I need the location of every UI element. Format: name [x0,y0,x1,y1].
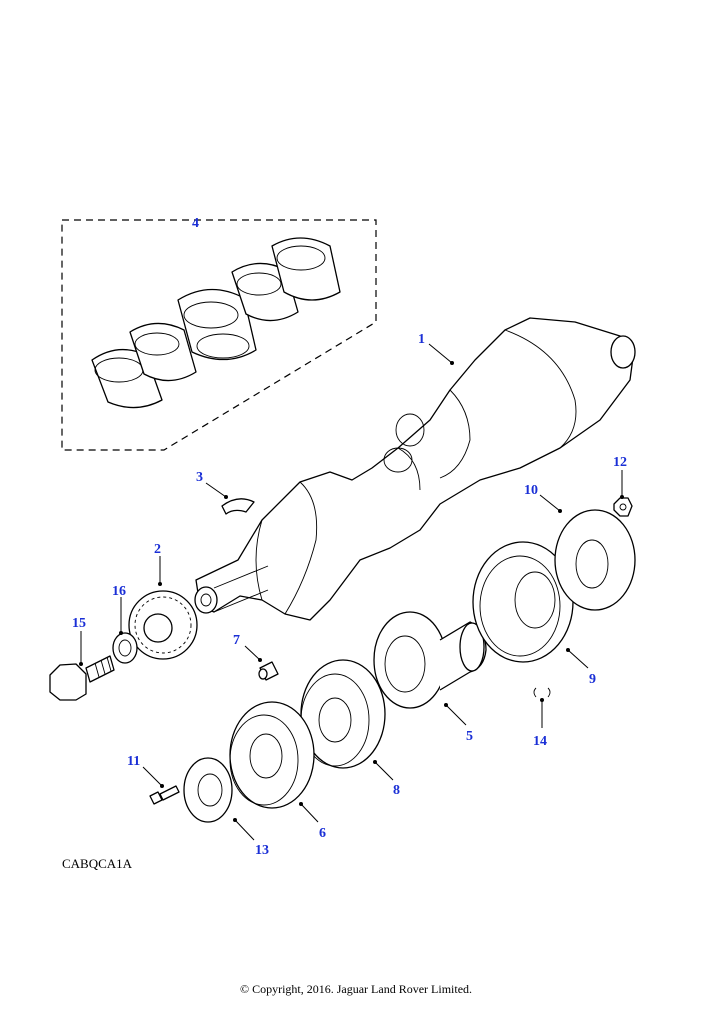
bearing-shell-3-thrust [177,288,257,361]
crankshaft-body [195,317,635,621]
copyright-notice: © Copyright, 2016. Jaguar Land Rover Lim… [240,982,472,996]
bearing-shell-kit-group [61,219,377,451]
crankshaft-pulley-bolt [49,655,115,701]
dowel-pin [258,661,279,681]
callout-10[interactable]: 10 [524,483,538,498]
callout-16[interactable]: 16 [112,584,126,599]
callout-14[interactable]: 14 [533,734,547,749]
retaining-plate-bolt [149,785,180,805]
bearing-shell-2 [129,322,197,382]
retaining-plate [183,757,233,823]
callout-11[interactable]: 11 [127,754,140,769]
callout-15[interactable]: 15 [72,616,86,631]
callout-13[interactable]: 13 [255,843,269,858]
callout-6[interactable]: 6 [319,826,326,841]
crankshaft-front-nose [194,586,218,614]
crankshaft [194,317,636,621]
woodruff-key [221,498,255,515]
crankshaft-gear [128,590,198,660]
inner-pulley [229,701,315,809]
callout-labels: 1 2 3 4 5 6 7 8 9 10 11 12 13 14 15 16 [72,216,627,858]
circlip [533,687,551,698]
spacer-ring [554,509,636,611]
callout-1[interactable]: 1 [418,332,425,347]
crankshaft-rear-flange [610,335,636,369]
diagram-reference-code: CABQCA1A [62,856,133,871]
callout-2[interactable]: 2 [154,542,161,557]
lock-nut [613,497,633,517]
callout-3[interactable]: 3 [196,470,203,485]
outer-pulley [300,659,386,769]
spacer-washer [112,632,138,664]
callout-4[interactable]: 4 [192,216,199,231]
callout-9[interactable]: 9 [589,672,596,687]
callout-8[interactable]: 8 [393,783,400,798]
leader-lines [79,343,624,841]
callout-7[interactable]: 7 [233,633,240,648]
damper-hub [373,611,487,709]
callout-5[interactable]: 5 [466,729,473,744]
bearing-shell-5 [271,237,341,301]
callout-12[interactable]: 12 [613,455,627,470]
